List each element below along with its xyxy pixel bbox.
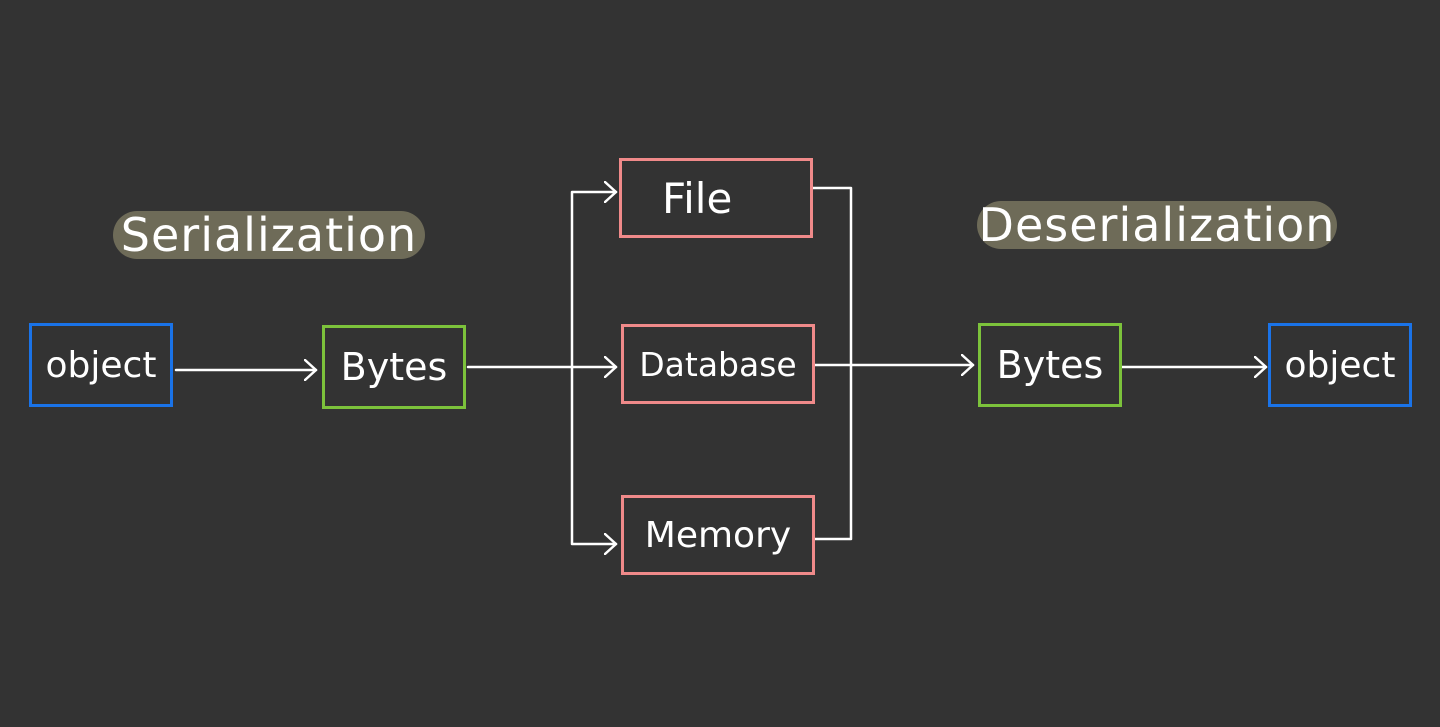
database-storage-node: Database — [621, 324, 815, 404]
deserialization-label: Deserialization — [977, 198, 1337, 252]
arrow-branch-to-memory — [570, 365, 618, 544]
file-storage-node: File — [619, 158, 813, 238]
line-file-merge — [811, 186, 853, 367]
serialized-bytes-node: Bytes — [322, 325, 466, 409]
memory-storage-node: Memory — [621, 495, 815, 575]
line-memory-merge — [813, 363, 853, 541]
arrow-branch-to-file — [570, 192, 618, 369]
source-object-node: object — [29, 323, 173, 407]
serialization-label: Serialization — [113, 208, 425, 262]
deserialized-bytes-node: Bytes — [978, 323, 1122, 407]
restored-object-node: object — [1268, 323, 1412, 407]
